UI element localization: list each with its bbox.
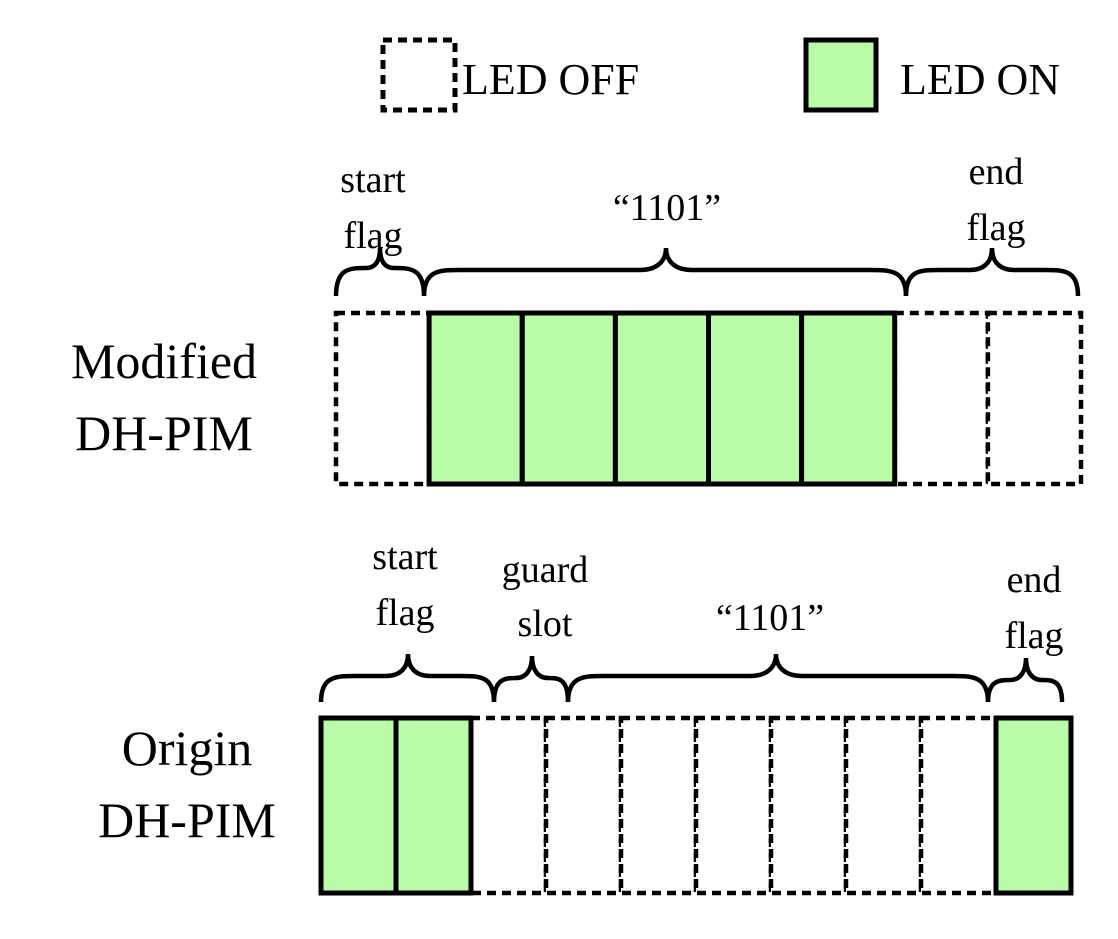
modified-slot-3-on (519, 310, 618, 487)
origin-slot-9-off (918, 715, 999, 896)
legend-off-swatch (380, 37, 458, 113)
origin-slot-5-off (618, 715, 699, 896)
modified-slot-4-on (612, 310, 712, 487)
origin-slot-track (318, 715, 1074, 896)
modified-end-flag-brace (903, 247, 1081, 297)
origin-start-flag-label-1: start (372, 536, 438, 578)
origin-row-label-1: Origin (122, 720, 253, 776)
origin-slot-7-off (768, 715, 849, 896)
origin-data-label: “1101” (716, 597, 824, 639)
modified-slot-track (333, 310, 1084, 487)
origin-slot-1-on (318, 715, 399, 896)
modified-row-label-1: Modified (71, 333, 257, 389)
modified-start-flag-label-2: flag (343, 215, 402, 257)
origin-end-flag-label-1: end (1007, 559, 1062, 601)
modified-end-flag-label-2: flag (966, 207, 1025, 249)
modified-section: Modified DH-PIM start flag “1101” end fl… (71, 151, 1084, 487)
modified-row-label-2: DH-PIM (75, 405, 253, 461)
modified-slot-7-off (892, 310, 991, 487)
origin-start-flag-label-2: flag (375, 592, 434, 634)
modified-slot-1-off (333, 310, 432, 487)
legend-on-swatch (803, 37, 879, 113)
origin-slot-8-off (843, 715, 924, 896)
origin-slot-4-off (543, 715, 624, 896)
origin-slot-6-off (693, 715, 774, 896)
origin-slot-3-off (468, 715, 549, 896)
origin-section: Origin DH-PIM start flag guard slot “110… (98, 536, 1074, 896)
modified-data-brace (421, 247, 909, 297)
modified-slot-8-off (985, 310, 1084, 487)
modified-start-flag-brace (333, 247, 427, 297)
modified-slot-6-on (799, 310, 898, 487)
modified-data-label: “1101” (613, 187, 721, 229)
modified-slot-5-on (706, 310, 805, 487)
origin-guard-slot-label-2: slot (518, 603, 573, 645)
legend: LED OFF LED ON (380, 37, 1060, 113)
origin-slot-2-on (393, 715, 474, 896)
legend-on-label: LED ON (900, 55, 1060, 104)
origin-guard-slot-label-1: guard (502, 549, 589, 591)
origin-end-flag-label-2: flag (1004, 615, 1063, 657)
origin-start-flag-brace (318, 653, 497, 703)
origin-row-label-2: DH-PIM (98, 792, 276, 848)
legend-off-label: LED OFF (462, 55, 639, 104)
origin-guard-slot-brace (491, 655, 571, 703)
origin-end-flag-brace (985, 657, 1065, 703)
modified-start-flag-label-1: start (340, 159, 406, 201)
modified-slot-2-on (426, 310, 525, 487)
origin-slot-10-on (993, 715, 1074, 896)
modified-end-flag-label-1: end (969, 151, 1024, 193)
origin-data-brace (565, 653, 991, 703)
